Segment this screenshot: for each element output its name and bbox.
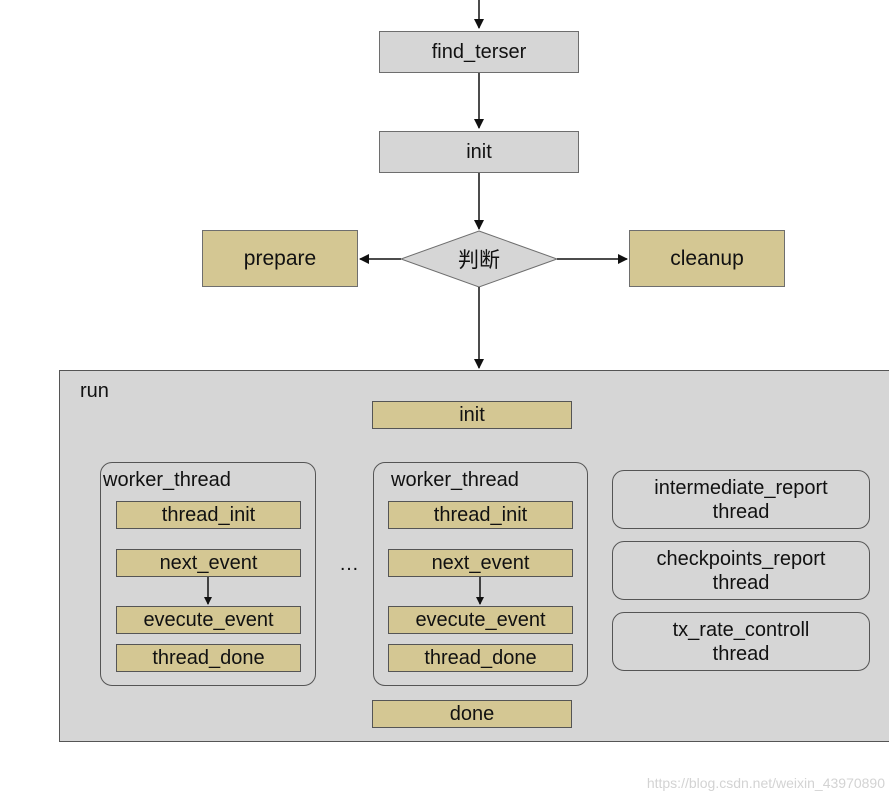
init-label: init bbox=[466, 140, 492, 163]
worker2-thread-done-label: thread_done bbox=[424, 646, 537, 669]
worker2-thread-init-label: thread_init bbox=[433, 503, 528, 526]
worker2-thread-done: thread_done bbox=[388, 644, 573, 672]
tx-rate-controll-thread: tx_rate_controll thread bbox=[612, 612, 870, 671]
worker2-next-event: next_event bbox=[388, 549, 573, 577]
checkpoints-report-line1: checkpoints_report bbox=[656, 547, 826, 570]
cleanup-box: cleanup bbox=[629, 230, 785, 287]
prepare-box: prepare bbox=[202, 230, 358, 287]
worker1-thread-done: thread_done bbox=[116, 644, 301, 672]
cleanup-label: cleanup bbox=[670, 246, 744, 270]
worker-thread-2: worker_thread bbox=[373, 462, 588, 686]
worker1-evecute-event: evecute_event bbox=[116, 606, 301, 634]
decision-label-wrap: 判断 bbox=[430, 244, 528, 274]
init-box: init bbox=[379, 131, 579, 173]
prepare-label: prepare bbox=[243, 246, 317, 270]
decision-label: 判断 bbox=[458, 249, 500, 272]
intermediate-report-thread: intermediate_report thread bbox=[612, 470, 870, 529]
intermediate-report-line2: thread bbox=[712, 500, 770, 523]
tx-rate-controll-line1: tx_rate_controll bbox=[672, 618, 810, 641]
worker1-thread-init: thread_init bbox=[116, 501, 301, 529]
intermediate-report-line1: intermediate_report bbox=[654, 476, 828, 499]
worker1-thread-init-label: thread_init bbox=[161, 503, 256, 526]
run-label: run bbox=[80, 380, 109, 402]
find-terser-label: find_terser bbox=[431, 40, 527, 63]
workers-ellipsis: … bbox=[339, 553, 359, 575]
worker2-thread-init: thread_init bbox=[388, 501, 573, 529]
worker-thread-1: worker_thread bbox=[100, 462, 316, 686]
run-done-label: done bbox=[449, 702, 495, 725]
worker2-next-event-label: next_event bbox=[431, 551, 530, 574]
find-terser-box: find_terser bbox=[379, 31, 579, 73]
worker2-evecute-event-label: evecute_event bbox=[415, 608, 546, 631]
run-init-box: init bbox=[372, 401, 572, 429]
checkpoints-report-thread: checkpoints_report thread bbox=[612, 541, 870, 600]
run-done-box: done bbox=[372, 700, 572, 728]
worker1-evecute-event-label: evecute_event bbox=[143, 608, 274, 631]
worker1-next-event-label: next_event bbox=[159, 551, 258, 574]
worker2-evecute-event: evecute_event bbox=[388, 606, 573, 634]
checkpoints-report-line2: thread bbox=[712, 571, 770, 594]
run-init-label: init bbox=[459, 403, 485, 426]
tx-rate-controll-line2: thread bbox=[712, 642, 770, 665]
worker1-next-event: next_event bbox=[116, 549, 301, 577]
worker-thread-1-title: worker_thread bbox=[103, 469, 231, 491]
watermark: https://blog.csdn.net/weixin_43970890 bbox=[646, 775, 885, 791]
worker1-thread-done-label: thread_done bbox=[152, 646, 265, 669]
worker-thread-2-title: worker_thread bbox=[391, 469, 519, 491]
